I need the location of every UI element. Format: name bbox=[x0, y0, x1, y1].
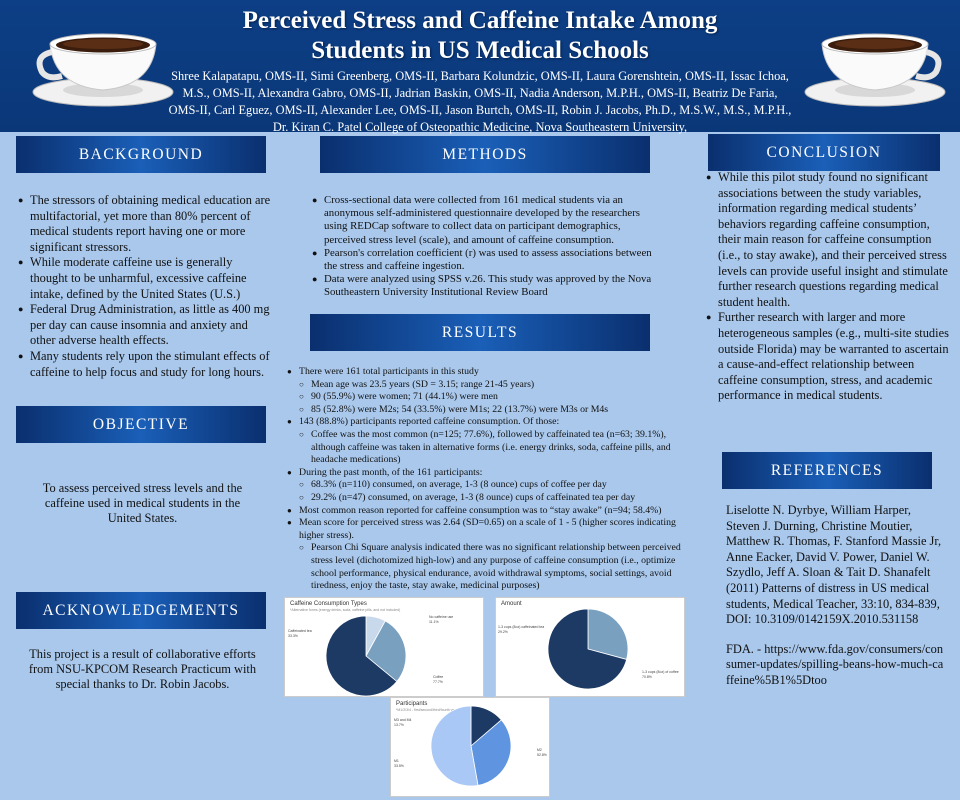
results-sub-bullet: 68.3% (n=110) consumed, on average, 1-3 … bbox=[287, 479, 697, 492]
participants-chart: Participants *M1/2/3/4 - first/second/th… bbox=[390, 697, 550, 797]
chart-subtitle: *M1/2/3/4 - first/second/third/fourth ye… bbox=[396, 708, 483, 712]
results-sub-bullet: 29.2% (n=47) consumed, on average, 1-3 (… bbox=[287, 492, 697, 505]
results-bullet: Most common reason reported for caffeine… bbox=[287, 505, 697, 518]
results-sub-bullet: 90 (55.9%) were women; 71 (44.1%) were m… bbox=[287, 391, 697, 404]
poster-header: Perceived Stress and Caffeine Intake Amo… bbox=[0, 0, 960, 134]
reference-item: Liselotte N. Dyrbye, William Harper, Ste… bbox=[726, 503, 942, 627]
caffeine-types-pie bbox=[325, 615, 407, 697]
authors-line-1: Shree Kalapatapu, OMS-II, Simi Greenberg… bbox=[171, 69, 789, 83]
pie-slice bbox=[470, 719, 512, 786]
coffee-cup-icon bbox=[804, 33, 946, 107]
acknowledgements-text: This project is a result of collaborativ… bbox=[28, 647, 257, 692]
references-section: Liselotte N. Dyrbye, William Harper, Ste… bbox=[726, 503, 944, 689]
background-bullet: Many students rely upon the stimulant ef… bbox=[18, 349, 273, 380]
methods-bullet: Pearson's correlation coefficient (r) wa… bbox=[312, 247, 662, 273]
results-sub-bullet: 85 (52.8%) were M2s; 54 (33.5%) were M1s… bbox=[287, 404, 697, 417]
background-heading: BACKGROUND bbox=[16, 136, 266, 173]
conclusion-bullet: Further research with larger and more he… bbox=[706, 310, 951, 404]
conclusion-bullet: While this pilot study found no signific… bbox=[706, 170, 951, 310]
title-line-2: Students in US Medical Schools bbox=[311, 37, 649, 64]
pie-slice bbox=[547, 608, 628, 690]
references-heading: REFERENCES bbox=[722, 452, 932, 489]
authors-line-3: OMS-II, Carl Eguez, OMS-II, Alexander Le… bbox=[168, 103, 792, 117]
chart-title: Caffeine Consumption Types bbox=[290, 601, 367, 607]
coffee-cup-icon bbox=[32, 33, 174, 107]
background-section: The stressors of obtaining medical educa… bbox=[18, 193, 273, 380]
pie-slice bbox=[587, 608, 629, 660]
results-bullet: 143 (88.8%) participants reported caffei… bbox=[287, 416, 697, 429]
results-sub-bullet: Pearson Chi Square analysis indicated th… bbox=[287, 542, 697, 592]
author-list: Shree Kalapatapu, OMS-II, Simi Greenberg… bbox=[0, 68, 960, 136]
title-line-1: Perceived Stress and Caffeine Intake Amo… bbox=[242, 7, 718, 34]
background-bullet: While moderate caffeine use is generally… bbox=[18, 255, 273, 302]
poster-title: Perceived Stress and Caffeine Intake Amo… bbox=[0, 0, 960, 66]
amount-pie bbox=[547, 608, 629, 690]
participants-pie bbox=[430, 705, 512, 787]
results-sub-bullet: Mean age was 23.5 years (SD = 3.15; rang… bbox=[287, 379, 697, 392]
reference-item: FDA. - https://www.fda.gov/consumers/con… bbox=[726, 641, 944, 687]
results-heading: RESULTS bbox=[310, 314, 650, 351]
results-bullet: There were 161 total participants in thi… bbox=[287, 366, 697, 379]
conclusion-section: While this pilot study found no signific… bbox=[706, 170, 951, 404]
results-bullet: Mean score for perceived stress was 2.64… bbox=[287, 517, 697, 542]
results-section: There were 161 total participants in thi… bbox=[287, 366, 697, 593]
objective-heading: OBJECTIVE bbox=[16, 406, 266, 443]
chart-title: Participants bbox=[396, 701, 428, 707]
chart-title: Amount bbox=[501, 601, 522, 607]
methods-section: Cross-sectional data were collected from… bbox=[312, 194, 662, 300]
authors-line-2: M.S., OMS-II, Alexandra Gabro, OMS-II, J… bbox=[182, 86, 778, 100]
methods-heading: METHODS bbox=[320, 136, 650, 173]
conclusion-heading: CONCLUSION bbox=[708, 134, 940, 171]
results-sub-bullet: Coffee was the most common (n=125; 77.6%… bbox=[287, 429, 697, 467]
methods-bullet: Data were analyzed using SPSS v.26. This… bbox=[312, 273, 662, 299]
pie-slice bbox=[365, 620, 407, 683]
chart-subtitle: *Alternative forms (energy drinks, soda,… bbox=[290, 608, 401, 612]
pie-slice bbox=[430, 705, 479, 787]
caffeine-types-chart: Caffeine Consumption Types *Alternative … bbox=[284, 597, 484, 697]
methods-bullet: Cross-sectional data were collected from… bbox=[312, 194, 662, 247]
authors-line-4: Dr. Kiran C. Patel College of Osteopathi… bbox=[272, 120, 688, 134]
pie-slice bbox=[325, 615, 398, 697]
objective-text: To assess perceived stress levels and th… bbox=[42, 481, 243, 526]
background-bullet: The stressors of obtaining medical educa… bbox=[18, 193, 273, 255]
background-bullet: Federal Drug Administration, as little a… bbox=[18, 302, 273, 349]
acknowledgements-heading: ACKNOWLEDGEMENTS bbox=[16, 592, 266, 629]
results-bullet: During the past month, of the 161 partic… bbox=[287, 467, 697, 480]
